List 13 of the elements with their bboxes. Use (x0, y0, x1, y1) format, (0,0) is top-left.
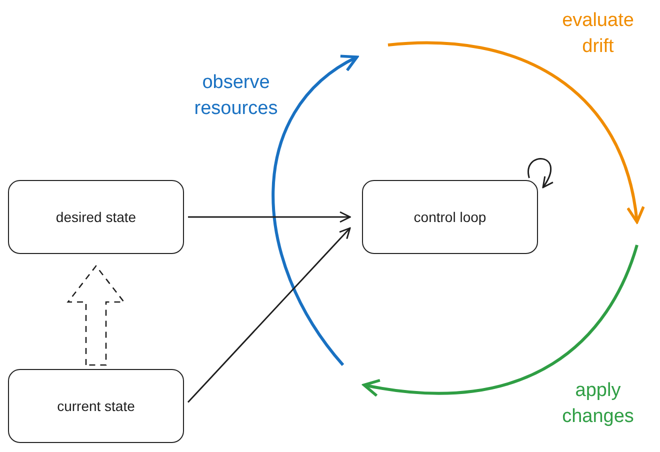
state-box (8, 180, 184, 254)
state-box (362, 180, 538, 254)
observe-label: observe resources (193, 71, 279, 121)
apply-label: apply changes (561, 379, 635, 429)
node-label: desired state (56, 208, 136, 226)
state-box (8, 369, 184, 443)
arrow (188, 211, 351, 223)
evaluate-label: evaluate drift (561, 9, 635, 59)
dashed-block-arrow (66, 264, 126, 366)
node-label: current state (57, 396, 135, 416)
node-label: control loop (414, 208, 486, 227)
self-loop-arrow (528, 158, 554, 188)
arrow (187, 227, 351, 403)
